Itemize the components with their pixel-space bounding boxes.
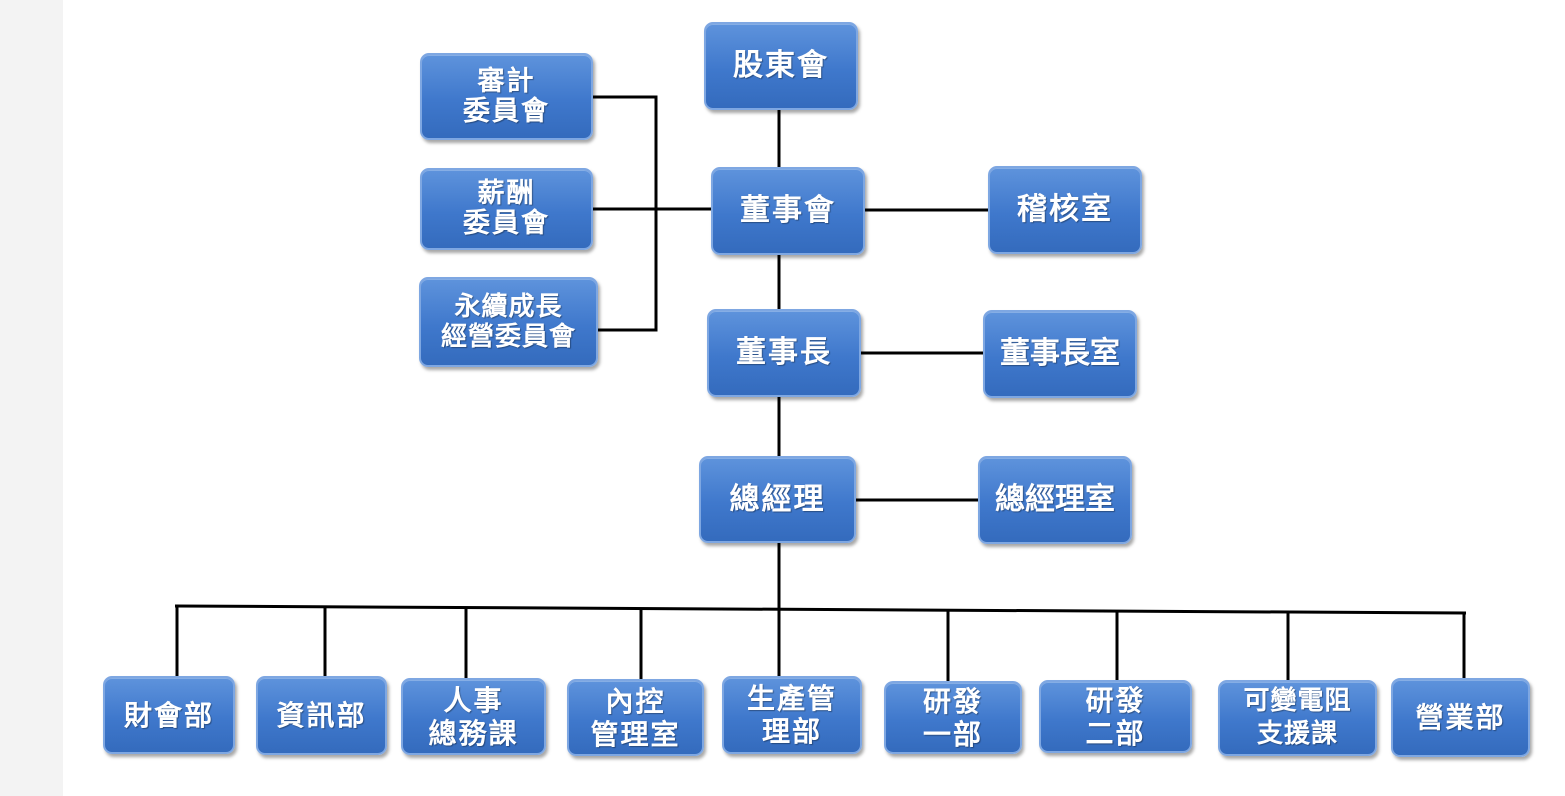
dept-hr-line2: 總務課	[428, 716, 519, 750]
dept-production-line2: 理部	[761, 715, 822, 748]
dept-box-finance: 財會部	[103, 676, 235, 754]
dept-rd2-line1: 研發	[1085, 683, 1146, 717]
dept-variable-resistor-line2: 支援課	[1256, 719, 1338, 749]
chairman-label: 董事長	[736, 335, 832, 370]
dept-finance-label: 財會部	[123, 698, 214, 732]
board-box: 董事會	[711, 167, 865, 255]
remuneration-committee-line1: 薪酬	[477, 178, 536, 209]
general-manager-box: 總經理	[699, 456, 856, 543]
dept-box-rd-1: 研發 一部	[884, 681, 1022, 754]
dept-box-variable-resistor: 可變電阻 支援課	[1218, 680, 1377, 756]
audit-committee-line1: 審計	[477, 65, 536, 97]
dept-box-rd-2: 研發 二部	[1039, 680, 1192, 753]
dept-box-internal-control: 內控 管理室	[567, 679, 704, 756]
sustainability-committee-box: 永續成長 經營委員會	[419, 277, 598, 367]
gm-office-box: 總經理室	[978, 456, 1132, 544]
general-manager-label: 總經理	[729, 481, 826, 517]
audit-office-label: 稽核室	[1017, 192, 1113, 227]
audit-committee-box: 審計 委員會	[420, 53, 593, 140]
left-margin-strip	[0, 0, 63, 796]
connector-committees-bracket	[593, 95, 658, 332]
chairman-office-label: 董事長室	[1000, 336, 1120, 371]
dept-box-sales: 營業部	[1391, 678, 1530, 757]
dept-internal-control-line2: 管理室	[590, 717, 681, 751]
remuneration-committee-line2: 委員會	[463, 208, 550, 239]
dept-production-line1: 生產管	[746, 682, 837, 715]
connector-dept-bus	[174, 604, 1467, 615]
dept-variable-resistor-line1: 可變電阻	[1243, 686, 1352, 716]
gm-office-label: 總經理室	[995, 482, 1115, 517]
dept-box-it: 資訊部	[256, 676, 387, 755]
dept-rd2-line2: 二部	[1085, 716, 1146, 750]
board-label: 董事會	[740, 193, 836, 228]
remuneration-committee-box: 薪酬 委員會	[420, 168, 593, 250]
dept-box-hr-general-affairs: 人事 總務課	[401, 678, 546, 755]
dept-rd1-line2: 一部	[922, 717, 983, 751]
dept-hr-line1: 人事	[443, 683, 504, 717]
shareholders-box: 股東會	[704, 22, 858, 110]
dept-rd1-line1: 研發	[922, 684, 983, 718]
audit-committee-line2: 委員會	[463, 95, 550, 127]
dept-it-label: 資訊部	[276, 699, 367, 732]
shareholders-label: 股東會	[733, 48, 829, 83]
dept-internal-control-line1: 內控	[605, 684, 666, 718]
sustainability-committee-line2: 經營委員會	[440, 322, 576, 352]
audit-office-box: 稽核室	[988, 166, 1142, 254]
chairman-office-box: 董事長室	[983, 310, 1137, 398]
dept-box-production: 生產管 理部	[722, 676, 862, 754]
dept-sales-label: 營業部	[1415, 701, 1506, 734]
sustainability-committee-line1: 永續成長	[454, 292, 563, 322]
chairman-box: 董事長	[707, 309, 861, 397]
